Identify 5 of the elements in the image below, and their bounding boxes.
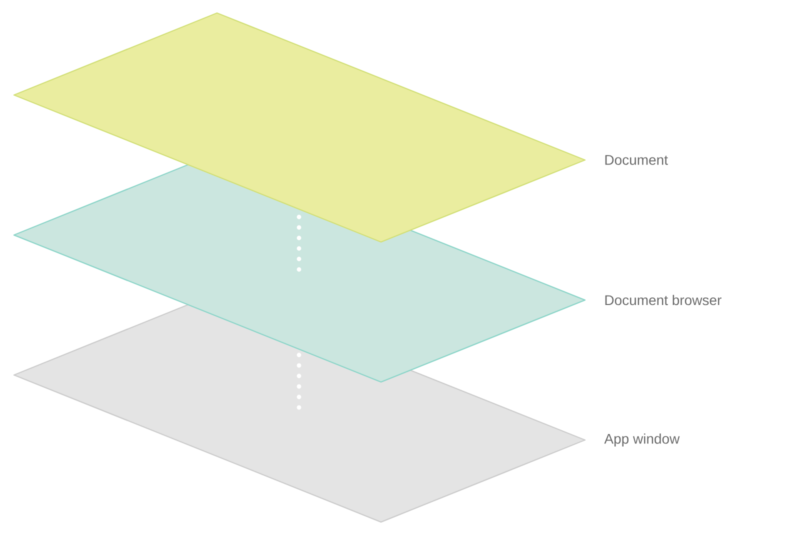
layer-label: Document browser [605, 294, 722, 306]
layer-label: App window [604, 433, 680, 447]
dotted-connector [296, 352, 302, 410]
layer-label: Document [605, 155, 668, 165]
dotted-connector [296, 214, 302, 272]
